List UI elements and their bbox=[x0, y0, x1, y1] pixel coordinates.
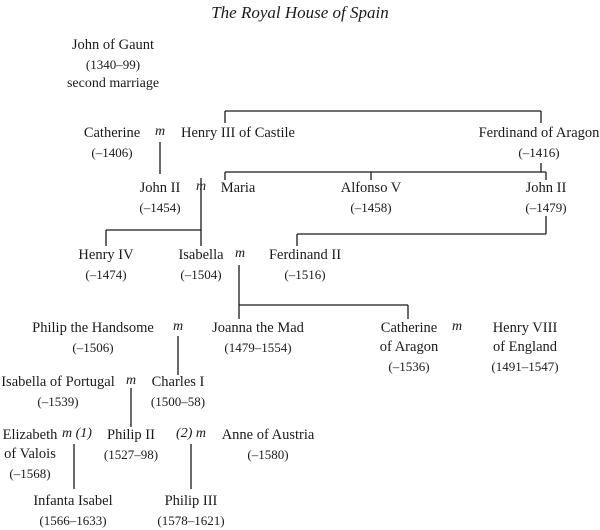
person-henry-viii: Henry VIII of England (1491–1547) bbox=[491, 319, 558, 376]
marriage-symbol: m bbox=[172, 319, 184, 334]
person-name-line2: of England bbox=[492, 339, 558, 355]
marriage-symbol: m bbox=[125, 373, 137, 388]
person-dates: (–1539) bbox=[37, 394, 79, 409]
person-ferdinand-of-aragon: Ferdinand of Aragon (–1416) bbox=[479, 124, 600, 162]
person-name: Elizabeth bbox=[2, 427, 58, 443]
person-dates: (1527–98) bbox=[103, 447, 159, 462]
person-name: Infanta Isabel bbox=[33, 493, 113, 509]
person-henry-iii: Henry III of Castile bbox=[181, 124, 295, 143]
person-dates: (–1406) bbox=[91, 145, 133, 160]
person-dates: (1500–58) bbox=[150, 394, 206, 409]
person-alfonso-v: Alfonso V (–1458) bbox=[341, 179, 402, 217]
person-dates: (–1416) bbox=[518, 145, 560, 160]
person-henry-iv: Henry IV (–1474) bbox=[78, 246, 133, 284]
person-name: Ferdinand II bbox=[268, 247, 342, 263]
person-dates: (1566–1633) bbox=[39, 513, 107, 528]
person-philip-ii: Philip II (1527–98) bbox=[104, 426, 158, 464]
person-catherine-of-aragon: Catherine of Aragon (–1536) bbox=[380, 319, 438, 376]
person-maria: Maria bbox=[221, 179, 256, 198]
person-john-ii-aragon: John II (–1479) bbox=[525, 179, 566, 217]
person-isabella-of-portugal: Isabella of Portugal (–1539) bbox=[1, 373, 115, 411]
person-name: John II bbox=[139, 180, 181, 196]
person-dates: (–1454) bbox=[139, 200, 181, 215]
person-name: John of Gaunt bbox=[71, 37, 155, 53]
person-dates: (1479–1554) bbox=[224, 340, 292, 355]
marriage-note: second marriage bbox=[66, 76, 160, 91]
person-name: Philip the Handsome bbox=[32, 320, 154, 336]
person-dates: (–1580) bbox=[247, 447, 289, 462]
person-name: Catherine bbox=[380, 320, 438, 336]
person-dates: (–1568) bbox=[9, 466, 51, 481]
marriage-symbol: m bbox=[451, 319, 463, 334]
person-name: Philip II bbox=[107, 427, 155, 443]
person-elizabeth-of-valois: Elizabeth of Valois (–1568) bbox=[3, 426, 58, 483]
marriage-symbol: m bbox=[195, 179, 207, 194]
person-catherine: Catherine (–1406) bbox=[84, 124, 140, 162]
person-dates: (–1474) bbox=[85, 267, 127, 282]
person-name: Philip III bbox=[164, 493, 218, 509]
person-name: Isabella bbox=[178, 247, 224, 263]
person-dates: (–1506) bbox=[72, 340, 114, 355]
person-dates: (–1516) bbox=[284, 267, 326, 282]
person-name: Henry IV bbox=[78, 247, 134, 263]
person-name-line2: of Valois bbox=[4, 446, 56, 462]
diagram-title: The Royal House of Spain bbox=[211, 3, 389, 22]
person-name: Anne of Austria bbox=[221, 427, 315, 443]
person-name: Alfonso V bbox=[340, 180, 402, 196]
person-philip-iii: Philip III (1578–1621) bbox=[157, 492, 224, 530]
person-name: John II bbox=[525, 180, 567, 196]
person-dates: (1578–1621) bbox=[157, 513, 225, 528]
person-philip-the-handsome: Philip the Handsome (–1506) bbox=[32, 319, 154, 357]
person-joanna-the-mad: Joanna the Mad (1479–1554) bbox=[212, 319, 304, 357]
person-anne-of-austria: Anne of Austria (–1580) bbox=[222, 426, 315, 464]
person-name: Charles I bbox=[151, 374, 205, 390]
person-charles-i: Charles I (1500–58) bbox=[151, 373, 205, 411]
person-john-ii-castile: John II (–1454) bbox=[139, 179, 180, 217]
person-name: Joanna the Mad bbox=[212, 320, 304, 336]
marriage-symbol-second: (2) m bbox=[176, 426, 206, 441]
person-dates: (1491–1547) bbox=[491, 359, 559, 374]
person-ferdinand-ii: Ferdinand II (–1516) bbox=[269, 246, 341, 284]
person-infanta-isabel: Infanta Isabel (1566–1633) bbox=[33, 492, 112, 530]
person-john-of-gaunt: John of Gaunt (1340–99) second marriage bbox=[67, 36, 159, 93]
person-name: Maria bbox=[220, 180, 256, 196]
person-name: Henry VIII bbox=[492, 320, 558, 336]
person-dates: (–1458) bbox=[350, 200, 392, 215]
person-dates: (–1504) bbox=[180, 267, 222, 282]
marriage-symbol: m bbox=[154, 124, 166, 139]
person-dates: (–1536) bbox=[388, 359, 430, 374]
person-name: Catherine bbox=[83, 125, 141, 141]
marriage-symbol: m bbox=[234, 246, 246, 261]
person-name-line2: of Aragon bbox=[379, 339, 439, 355]
person-isabella: Isabella (–1504) bbox=[178, 246, 223, 284]
marriage-symbol-first: m (1) bbox=[62, 426, 92, 441]
person-name: Henry III of Castile bbox=[181, 125, 295, 141]
person-dates: (–1479) bbox=[525, 200, 567, 215]
person-name: Isabella of Portugal bbox=[1, 374, 115, 390]
person-dates: (1340–99) bbox=[85, 57, 141, 72]
person-name: Ferdinand of Aragon bbox=[478, 125, 600, 141]
